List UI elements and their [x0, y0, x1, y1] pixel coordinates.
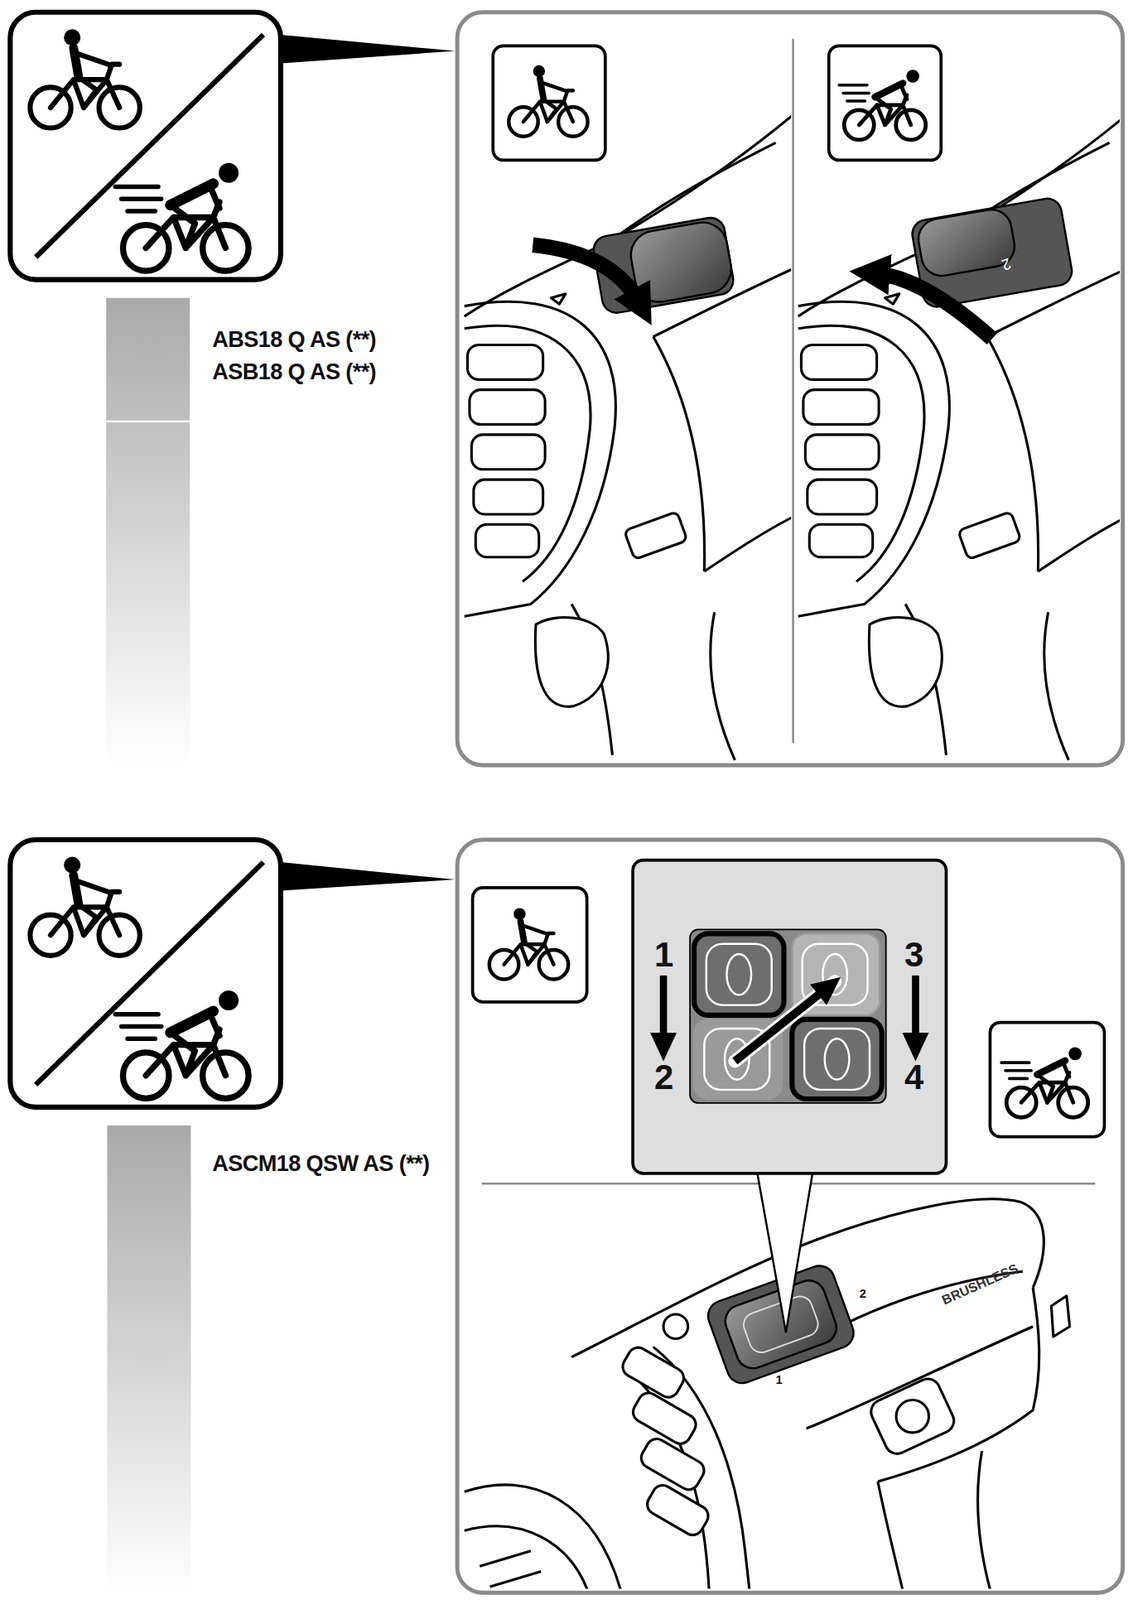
model-name: ASB18 Q AS (**) [212, 361, 377, 384]
step-number: 3 [904, 936, 924, 972]
step-number: 1 [654, 936, 674, 972]
gear-marking: 2 [859, 1287, 867, 1301]
switch-marking: 2 [999, 255, 1013, 274]
gear-marking: 1 [776, 1373, 783, 1386]
step-number: 4 [904, 1059, 924, 1095]
model-name: ASCM18 QSW AS (**) [212, 1152, 430, 1176]
model-name: ABS18 Q AS (**) [212, 328, 377, 352]
step-number: 2 [654, 1059, 674, 1095]
brand-marking: BRUSHLESS [940, 1261, 1021, 1307]
